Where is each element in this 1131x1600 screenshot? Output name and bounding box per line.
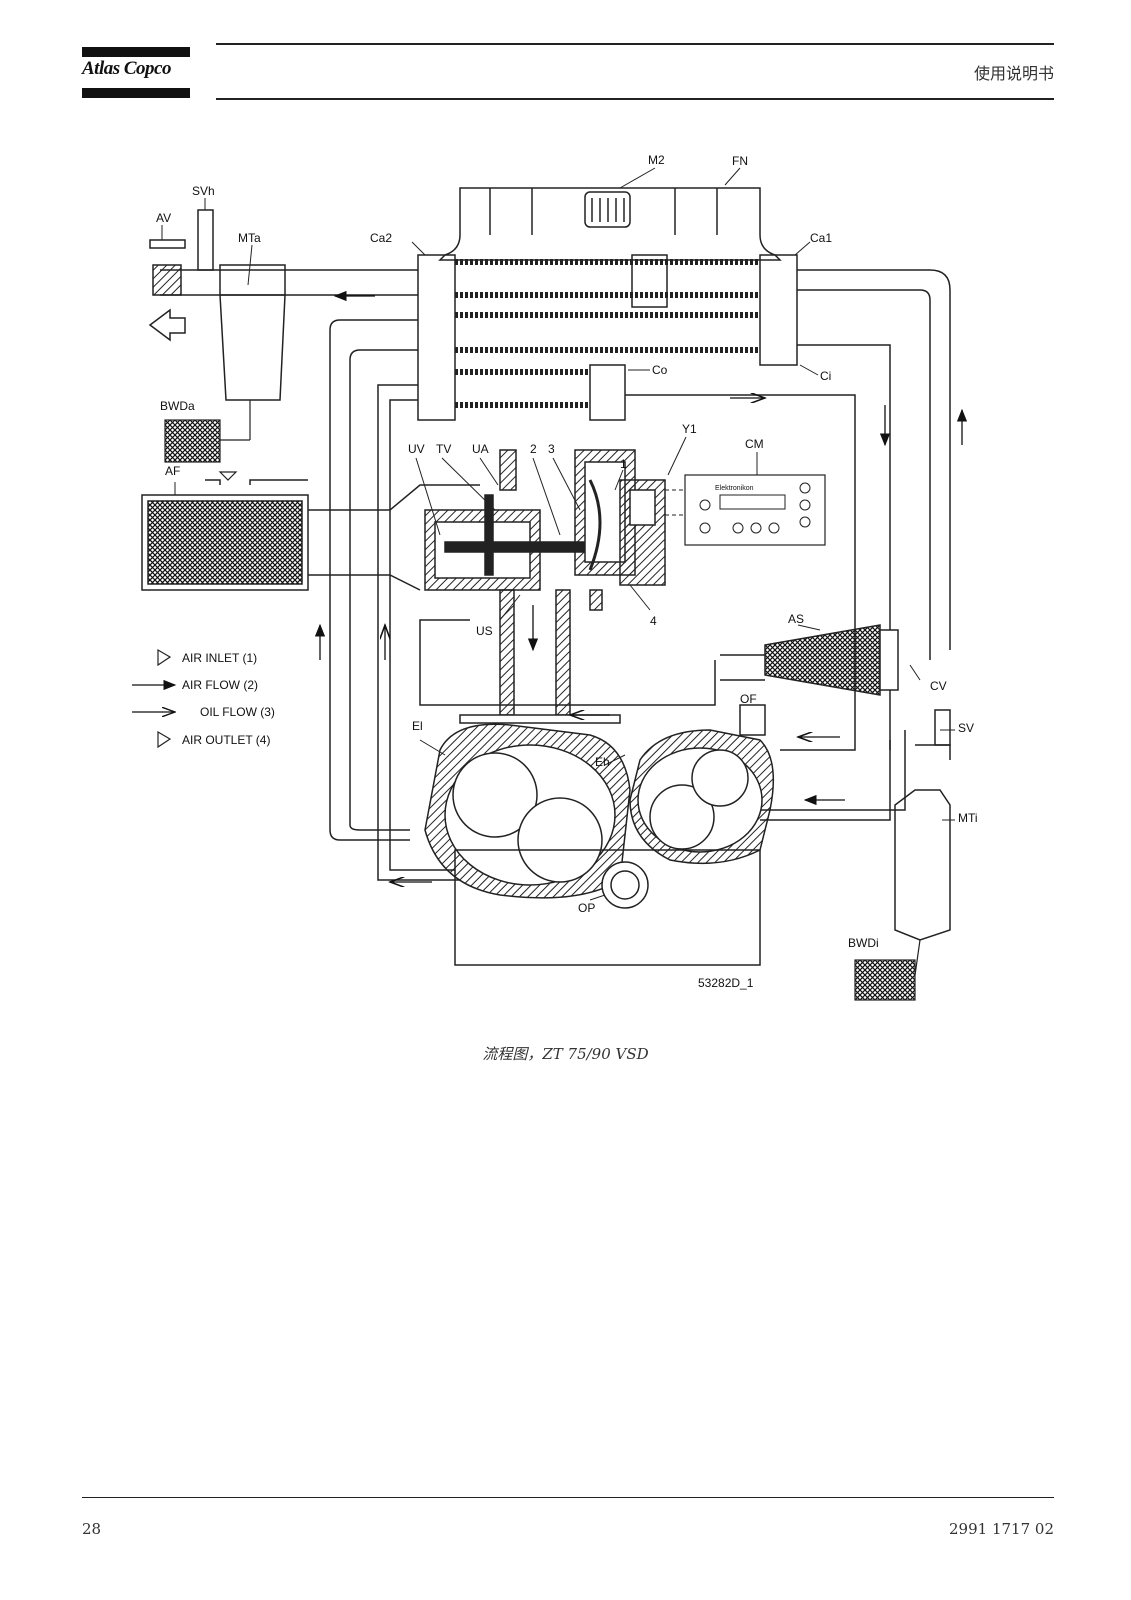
leader-lines [161, 167, 955, 901]
label-svh: SVh [192, 184, 215, 198]
legend-air-inlet-icon [157, 648, 172, 667]
label-av: AV [156, 211, 171, 225]
cooler-cores [417, 254, 798, 421]
label-m2: M2 [648, 153, 665, 167]
oil-pump-op [601, 861, 649, 909]
label-mta: MTa [238, 231, 261, 245]
brand-logo: Atlas Copco [82, 58, 171, 79]
label-ca2: Ca2 [370, 231, 392, 245]
label-tv: TV [436, 442, 451, 456]
label-3: 3 [548, 442, 555, 456]
intercooler-tank-mti [894, 789, 951, 941]
legend-oil-flow-label: OIL FLOW (3) [200, 705, 275, 719]
oil-filter-of [739, 704, 766, 736]
oil-separator-tank [149, 209, 286, 401]
cooler-fan-housing [438, 187, 782, 261]
footer-rule [82, 1497, 1054, 1498]
air-filter [141, 479, 480, 591]
compressor-element-high [629, 729, 775, 865]
header-rule-bottom [216, 98, 1054, 100]
label-cv: CV [930, 679, 947, 693]
label-of: OF [740, 692, 757, 706]
label-uv: UV [408, 442, 425, 456]
solenoid-valve-y1 [619, 479, 666, 586]
safety-valve-sv [915, 709, 951, 760]
figure-caption: 流程图，ZT 75/90 VSD [482, 1045, 649, 1063]
label-cm: CM [745, 437, 764, 451]
label-ua: UA [472, 442, 489, 456]
air-outlet-arrow-icon [148, 308, 186, 342]
label-fn: FN [732, 154, 748, 168]
label-mti: MTi [958, 811, 978, 825]
unloader-block [424, 449, 636, 611]
label-op: OP [578, 901, 595, 915]
label-el: El [412, 719, 423, 733]
label-1: 1 [620, 457, 627, 471]
legend-air-outlet-label: AIR OUTLET (4) [182, 733, 270, 747]
legend-air-inlet-label: AIR INLET (1) [182, 651, 257, 665]
oil-separator-as [720, 624, 899, 696]
label-ca1: Ca1 [810, 231, 832, 245]
label-af: AF [165, 464, 180, 478]
document-number: 2991 1717 02 [949, 1520, 1054, 1538]
piping [160, 269, 951, 881]
header-title: 使用说明书 [973, 64, 1054, 83]
label-as: AS [788, 612, 804, 626]
controller-cm: Elektronikon [665, 474, 826, 546]
label-bwdi: BWDi [848, 936, 879, 950]
figure-code: 53282D_1 [698, 976, 754, 990]
logo-bar-top [82, 47, 190, 57]
intake-pipe [459, 589, 621, 724]
air-inlet-arrow-icon [218, 471, 238, 481]
label-2: 2 [530, 442, 537, 456]
drain-bwdi [854, 939, 921, 1001]
legend: AIR INLET (1) AIR FLOW (2) OIL FLOW (3) … [132, 648, 275, 749]
gearbox-casing [454, 849, 761, 966]
label-bwda: BWDa [160, 399, 195, 413]
label-sv: SV [958, 721, 974, 735]
controller-brand: Elektronikon [715, 485, 754, 492]
label-y1: Y1 [682, 422, 697, 436]
logo-bar-bottom [82, 88, 190, 98]
label-ci: Ci [820, 369, 831, 383]
page-number: 28 [82, 1520, 102, 1538]
label-4: 4 [650, 614, 657, 628]
drain-bwda [164, 400, 251, 463]
legend-air-flow-label: AIR FLOW (2) [182, 678, 258, 692]
header-rule-top [216, 43, 1054, 45]
label-co: Co [652, 363, 668, 377]
flow-diagram: Elektronikon [132, 153, 978, 1001]
label-eh: Eh [595, 755, 610, 769]
legend-air-outlet-icon [157, 730, 172, 749]
flow-arrows [314, 290, 968, 882]
label-us: US [476, 624, 493, 638]
